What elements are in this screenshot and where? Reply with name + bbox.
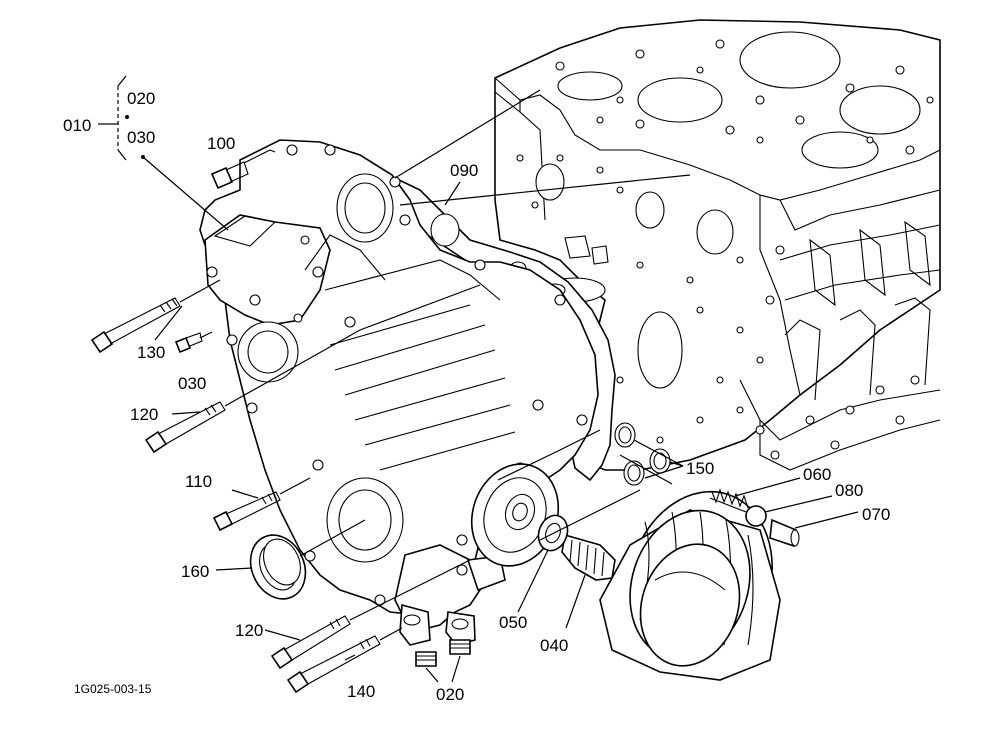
leader-lines bbox=[98, 75, 859, 683]
drawing-code: 1G025-003-15 bbox=[74, 682, 152, 696]
oil-seal bbox=[249, 534, 307, 600]
callout-080: 080 bbox=[835, 481, 863, 500]
callout-040: 040 bbox=[540, 636, 568, 655]
bolts bbox=[90, 161, 471, 694]
front-face-holes bbox=[516, 154, 785, 444]
callout-100: 100 bbox=[207, 134, 235, 153]
callout-160: 160 bbox=[181, 562, 209, 581]
callout-070: 070 bbox=[862, 505, 890, 524]
callout-120-top: 120 bbox=[130, 405, 158, 424]
callout-020: 020 bbox=[436, 685, 464, 704]
gear-case bbox=[199, 139, 599, 646]
callout-labels: 010 020 030 100 090 130 030 120 110 160 … bbox=[63, 89, 890, 704]
callout-150: 150 bbox=[686, 459, 714, 478]
callout-030-group: 030 bbox=[127, 128, 155, 147]
relief-valve-parts bbox=[709, 488, 800, 548]
deck-bolt-holes bbox=[555, 39, 934, 155]
o-rings bbox=[614, 422, 671, 486]
callout-140: 140 bbox=[347, 682, 375, 701]
callout-020-group: 020 bbox=[127, 89, 155, 108]
callout-110: 110 bbox=[185, 472, 212, 491]
filter-nipple bbox=[561, 533, 616, 581]
callout-010: 010 bbox=[63, 116, 91, 135]
oil-filter-cartridge bbox=[599, 490, 781, 681]
callout-030: 030 bbox=[178, 374, 206, 393]
callout-060: 060 bbox=[803, 465, 831, 484]
callout-120-bottom: 120 bbox=[235, 621, 263, 640]
callout-130: 130 bbox=[137, 343, 165, 362]
filter-flange bbox=[470, 463, 560, 567]
callout-090: 090 bbox=[450, 161, 478, 180]
callout-050: 050 bbox=[499, 613, 527, 632]
